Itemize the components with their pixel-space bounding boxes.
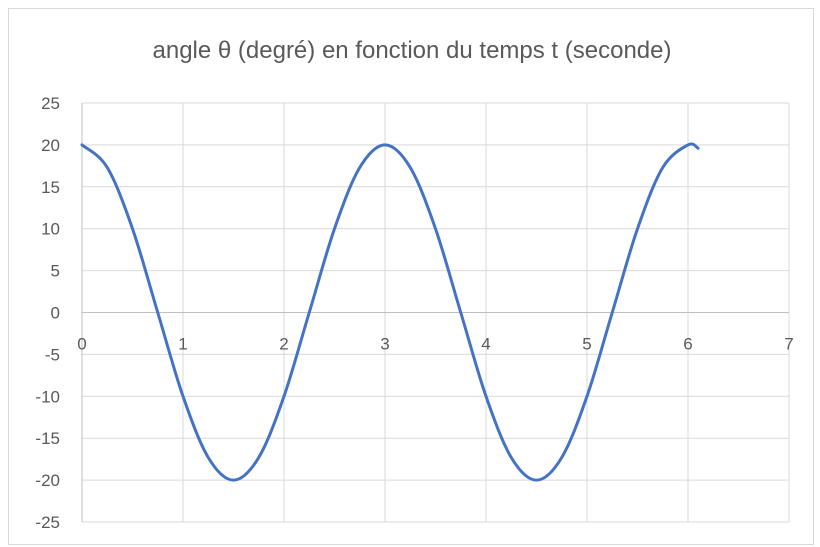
x-tick-label: 1 [178,335,187,354]
x-tick-label: 5 [582,335,591,354]
series-layer [80,142,700,482]
axis-layer [81,103,789,522]
y-tick-label: -20 [35,471,60,490]
y-tick-label: 15 [41,178,60,197]
y-tick-label: -5 [45,345,60,364]
y-tick-label: 0 [51,304,60,323]
series-line [80,142,700,482]
x-tick-label: 6 [683,335,692,354]
x-tick-label: 3 [380,335,389,354]
label-layer: 25 20 15 10 5 0 -5 -10 -15 -20 -25 0 1 2 3 4 5 6 7 [35,94,793,532]
x-tick-label: 7 [784,335,793,354]
x-tick-label: 0 [77,335,86,354]
y-tick-label: 25 [41,94,60,113]
y-tick-label: -15 [35,429,60,448]
y-tick-label: 20 [41,136,60,155]
chart-frame: angle θ (degré) en fonction du temps t (… [8,8,814,545]
y-tick-label: 5 [51,262,60,281]
x-tick-label: 2 [279,335,288,354]
y-tick-label: -25 [35,513,60,532]
chart-title: angle θ (degré) en fonction du temps t (… [152,37,672,64]
x-tick-label: 4 [481,335,490,354]
y-tick-label: 10 [41,220,60,239]
y-tick-label: -10 [35,387,60,406]
